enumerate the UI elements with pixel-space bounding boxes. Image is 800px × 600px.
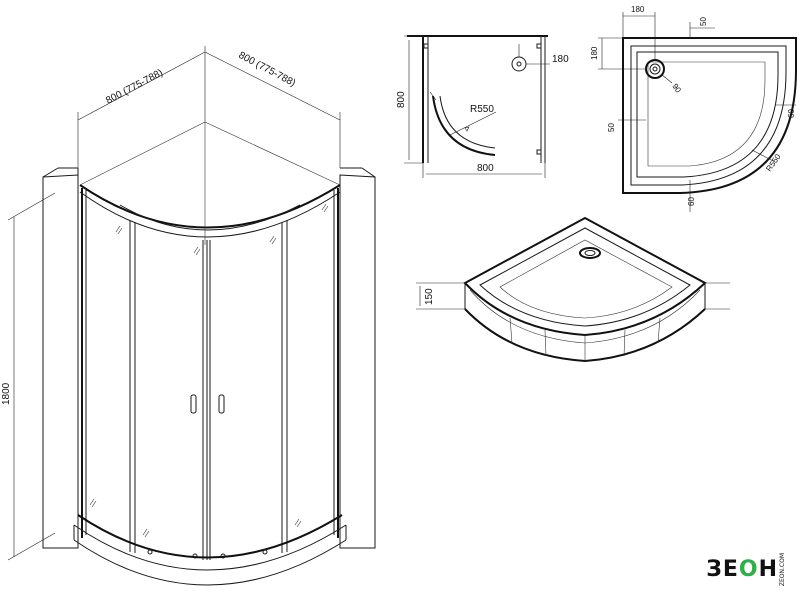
plan-drain-offset-label: 180	[552, 54, 569, 65]
tray-right-label: 60	[787, 109, 796, 118]
plan-view: 180 R550 800 800	[396, 35, 569, 178]
logo-tagline: ZEON.COM	[779, 552, 786, 586]
tray-left-offset-label: 180	[590, 46, 599, 60]
logo-wordmark: ЗЕОН	[706, 557, 778, 582]
tray-inner-left-label: 50	[607, 123, 616, 132]
tray-top-offset-label: 180	[631, 5, 645, 14]
plan-bottom-label: 800	[477, 163, 494, 174]
plan-side-label: 800	[396, 91, 407, 108]
enclosure-height-label: 1800	[1, 382, 12, 405]
logo-text-right: Н	[758, 556, 778, 582]
tray-bottom-label: 60	[687, 197, 696, 206]
tray-plan-view: 90 180 50 180 50 60 R550 60	[590, 5, 797, 212]
brand-logo: ЗЕОН ZEON.COM	[706, 553, 786, 586]
shower-enclosure-view: 800 (775-788) 800 (775-788) 1800	[1, 46, 376, 586]
tray-iso-view: 150	[416, 216, 730, 363]
tray-height-label: 150	[424, 288, 435, 305]
enclosure-width-left-label: 800 (775-788)	[104, 67, 165, 106]
logo-text-accent: О	[738, 556, 759, 582]
logo-text-left: ЗЕ	[706, 556, 739, 582]
plan-radius-label: R550	[470, 104, 494, 115]
tray-top-right-label: 50	[699, 17, 708, 26]
tray-drain-label: 90	[670, 82, 683, 95]
tray-radius-label: R550	[764, 152, 783, 173]
